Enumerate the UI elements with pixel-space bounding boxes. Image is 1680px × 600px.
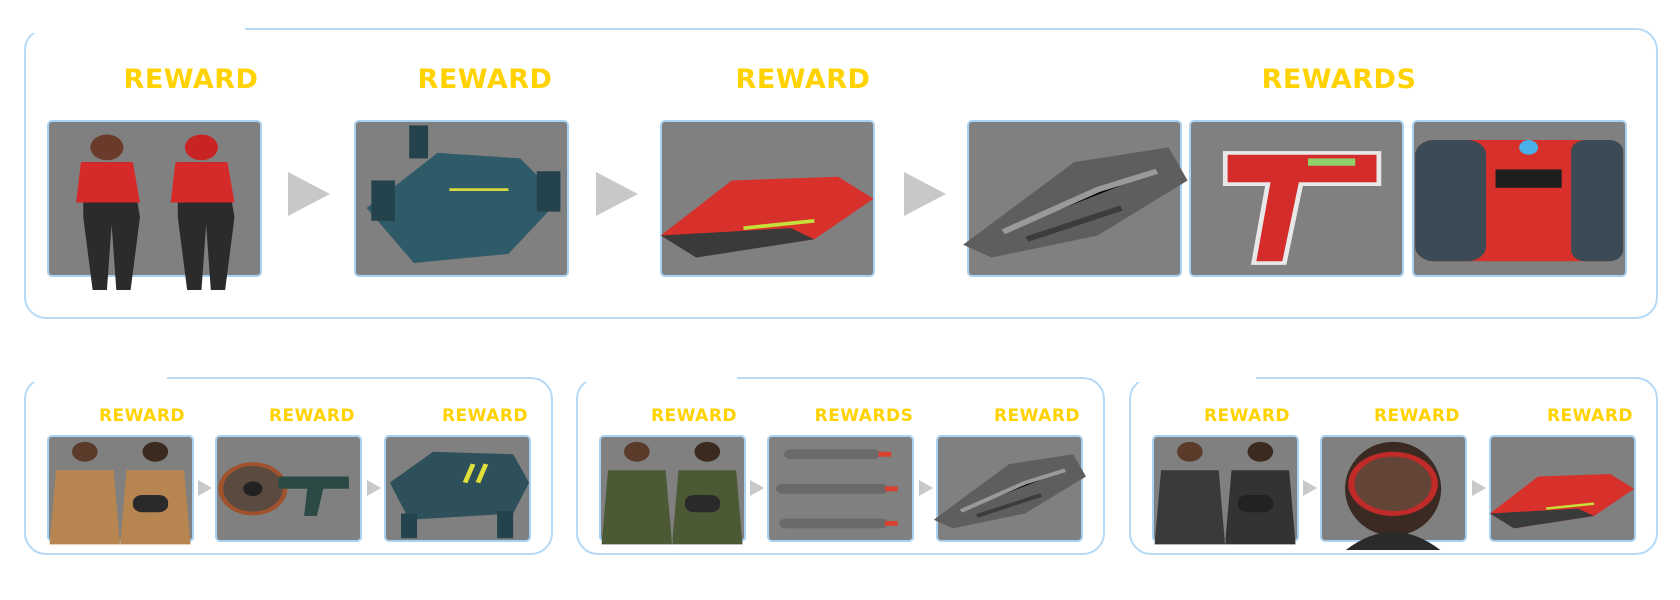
- reward-tile[interactable]: [767, 435, 914, 542]
- arrow-right-icon: [904, 172, 946, 216]
- reward-label: REWARD: [1203, 406, 1291, 426]
- reward-tile[interactable]: [1320, 435, 1467, 551]
- reward-tile[interactable]: [215, 435, 362, 542]
- reward-label: REWARD: [993, 406, 1081, 426]
- reward-label: REWARD: [441, 406, 529, 426]
- reward-tile[interactable]: [1152, 435, 1299, 545]
- reward-label: REWARD: [268, 406, 356, 426]
- reward-tile[interactable]: [599, 435, 746, 545]
- teal-dropship-icon: [366, 125, 561, 263]
- reward-tile[interactable]: [1412, 120, 1627, 277]
- black-vest-character-icon: [1155, 441, 1296, 545]
- reward-label: REWARDS: [1261, 64, 1417, 95]
- arrow-right-icon: [367, 480, 381, 496]
- sub-reward-panel-3: [1128, 376, 1658, 555]
- panel-gap: [23, 376, 167, 382]
- crafting-unit-icon: [1415, 139, 1624, 261]
- reward-tile[interactable]: [47, 435, 194, 545]
- reward-label: REWARDS: [814, 406, 914, 426]
- reward-label: REWARD: [98, 406, 186, 426]
- reward-label: REWARD: [1373, 406, 1461, 426]
- red-ship-icon: [1490, 473, 1635, 529]
- gray-camo-ship-icon: [963, 147, 1188, 258]
- reward-label: REWARD: [417, 64, 553, 95]
- main-reward-panel: [23, 27, 1658, 319]
- arrow-right-icon: [1303, 480, 1317, 496]
- sub-reward-panel-2: [575, 376, 1105, 555]
- arrow-right-icon: [288, 172, 330, 216]
- reward-tile[interactable]: [660, 120, 875, 277]
- arrow-right-icon: [1472, 480, 1486, 496]
- reward-tile[interactable]: [934, 435, 1087, 542]
- sub-reward-panel-1: [23, 376, 553, 555]
- reward-label: REWARD: [1546, 406, 1634, 426]
- arrow-right-icon: [919, 480, 933, 496]
- reward-tile[interactable]: [384, 435, 531, 542]
- reward-label: REWARD: [123, 64, 259, 95]
- helmet-visor-icon: [1345, 441, 1442, 551]
- arrow-right-icon: [198, 480, 212, 496]
- arrow-right-icon: [750, 480, 764, 496]
- arrow-right-icon: [596, 172, 638, 216]
- gray-ship-icon: [934, 453, 1087, 529]
- reward-tile[interactable]: [1489, 435, 1636, 542]
- red-pistol-tool-icon: [1223, 150, 1382, 265]
- red-flightsuit-character-icon: [76, 134, 235, 291]
- red-racer-ship-icon: [661, 176, 874, 258]
- panel-gap: [23, 27, 245, 33]
- reward-label: REWARD: [650, 406, 738, 426]
- reward-tile[interactable]: [354, 120, 569, 277]
- tan-vest-character-icon: [50, 441, 191, 545]
- teal-ground-vehicle-icon: [390, 451, 530, 538]
- panel-gap: [575, 376, 737, 382]
- reward-tile[interactable]: [47, 120, 262, 291]
- panel-gap: [1128, 376, 1256, 382]
- reward-label: REWARD: [735, 64, 871, 95]
- green-vest-character-icon: [602, 441, 743, 545]
- reward-tile[interactable]: [963, 120, 1188, 277]
- missiles-icon: [776, 448, 899, 529]
- reward-tile[interactable]: [1189, 120, 1404, 277]
- saw-gun-icon: [218, 461, 350, 516]
